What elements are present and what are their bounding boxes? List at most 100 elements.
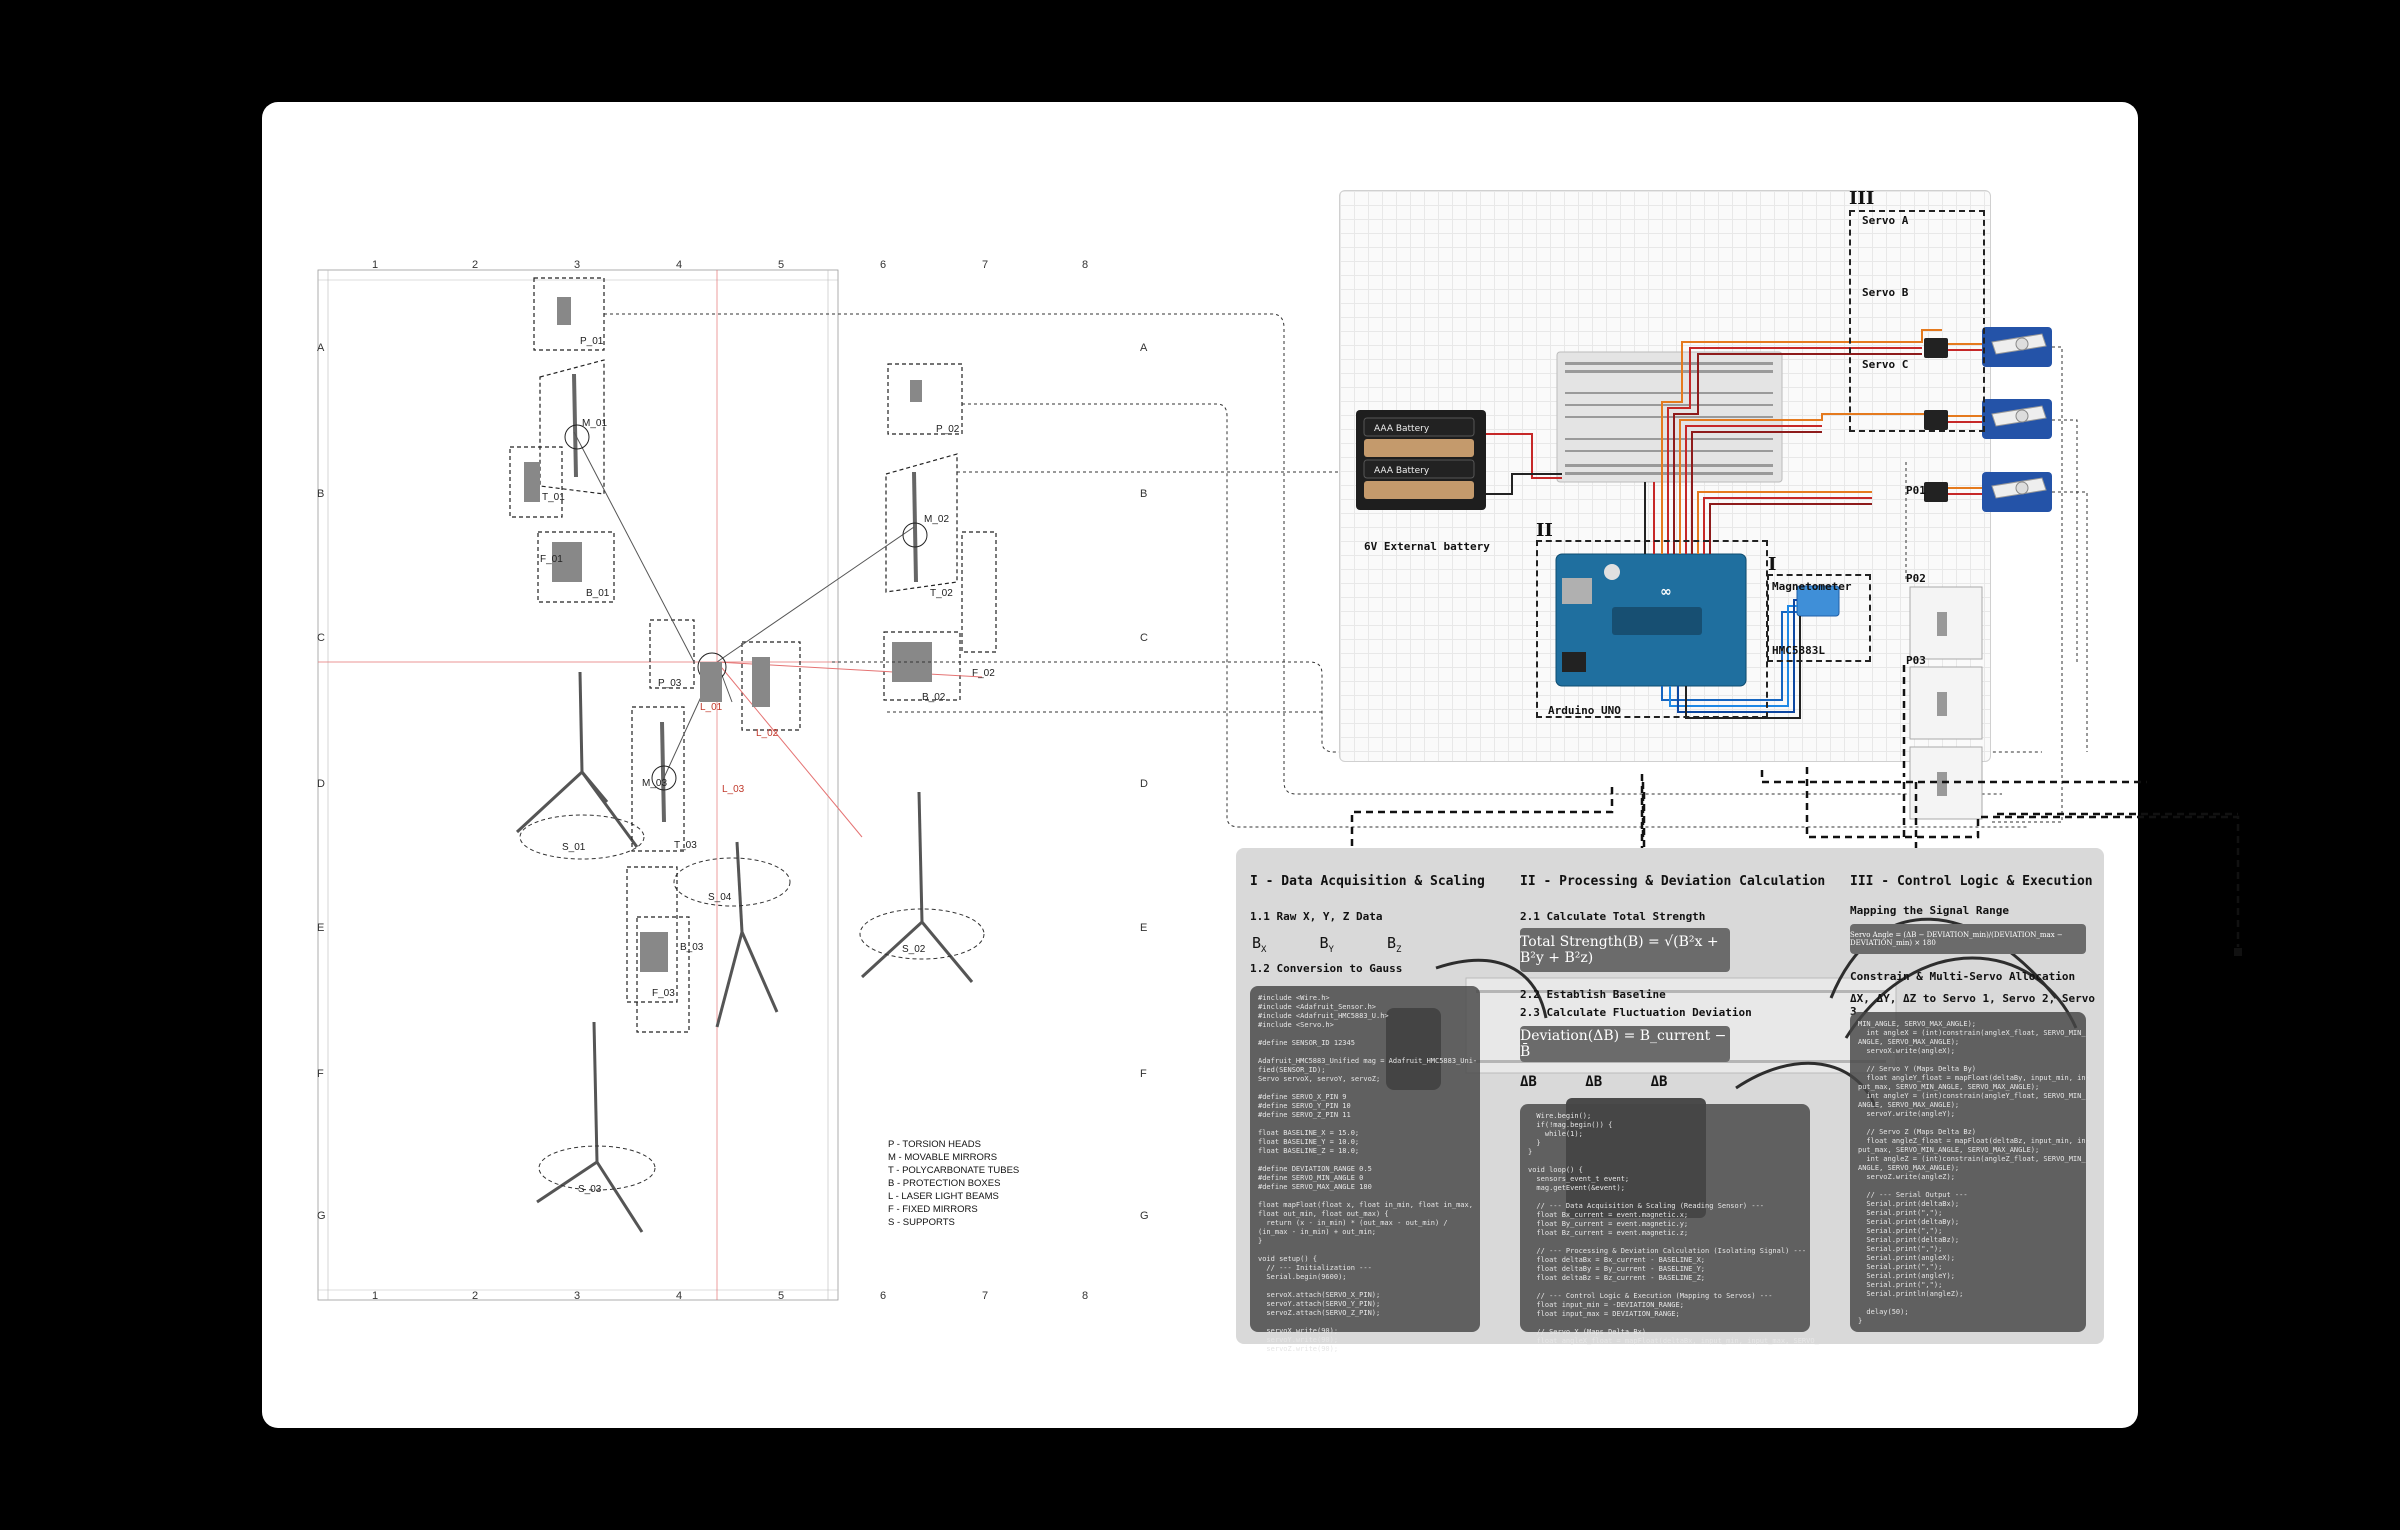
code-block-1: #include <Wire.h> #include <Adafruit_Sen…	[1250, 986, 1480, 1353]
row-letter-b: B	[317, 488, 325, 500]
label-m01: M_01	[582, 418, 608, 429]
delta-bz-var: ΔB	[1650, 1074, 1668, 1090]
col1-sub1: 1.1 Raw X, Y, Z Data	[1250, 910, 1383, 923]
col-num-8: 8	[1082, 259, 1089, 271]
p01-label: P01	[1906, 484, 1926, 497]
legend-item-t: T - POLYCARBONATE TUBES	[888, 1165, 1020, 1176]
row-letter-c: C	[317, 632, 325, 644]
col2-sub2: 2.2 Establish Baseline	[1520, 988, 1666, 1001]
legend-item-p: P - TORSION HEADS	[888, 1139, 981, 1150]
formula-total-strength: Total Strength(B) = √(B²x + B²y + B²z)	[1520, 928, 1730, 972]
label-l03: L_03	[722, 784, 745, 795]
col-num-5: 5	[778, 259, 785, 271]
delta-b-vars: ΔB ΔB ΔB	[1520, 1074, 1667, 1090]
label-t01: T_01	[542, 492, 565, 503]
legend-item-s: S - SUPPORTS	[888, 1217, 955, 1228]
row-letter-d: D	[317, 778, 325, 790]
drawing-frame	[317, 269, 2042, 1301]
label-f01: F_01	[540, 554, 563, 565]
label-b01: B_01	[586, 588, 610, 599]
magnetometer-label: Magnetometer	[1772, 580, 1852, 593]
servo-b-label: Servo B	[1862, 286, 1909, 299]
label-m02: M_02	[924, 514, 950, 525]
technical-drawing: 1 2 3 4 5 6 7 8 1 2 3 4 5 6 7 8 A B C D …	[262, 102, 2042, 1428]
explanation-panel: I - Data Acquisition & Scaling 1.1 Raw X…	[1236, 848, 2104, 1353]
col-num-4: 4	[676, 259, 683, 271]
label-s03: S_03	[578, 1184, 602, 1195]
row-letter-right-f: F	[1140, 1068, 1147, 1080]
col-num-bottom-1: 1	[372, 1290, 379, 1302]
row-letter-f: F	[317, 1068, 324, 1080]
sheet-card: 1 2 3 4 5 6 7 8 1 2 3 4 5 6 7 8 A B C D …	[262, 102, 2242, 1428]
section-label-3: III	[1849, 188, 1875, 209]
col-num-bottom-8: 8	[1082, 1290, 1089, 1302]
col3-sub3: ΔX, ΔY, ΔZ to Servo 1, Servo 2, Servo 3	[1850, 992, 2096, 1018]
label-s04: S_04	[708, 892, 732, 903]
col2-sub1: 2.1 Calculate Total Strength	[1520, 910, 1706, 923]
label-t03: T_03	[674, 840, 697, 851]
delta-by-var: ΔB	[1585, 1074, 1603, 1090]
legend-item-l: L - LASER LIGHT BEAMS	[888, 1191, 999, 1202]
col-num-bottom-7: 7	[982, 1290, 989, 1302]
legend-item-m: M - MOVABLE MIRRORS	[888, 1152, 998, 1163]
label-s01: S_01	[562, 842, 586, 853]
legend-item-f: F - FIXED MIRRORS	[888, 1204, 978, 1215]
col-num-1: 1	[372, 259, 379, 271]
row-letter-right-d: D	[1140, 778, 1148, 790]
label-s02: S_02	[902, 944, 926, 955]
battery-cell-text-2: AAA Battery	[1374, 466, 1430, 476]
battery-label: 6V External battery	[1364, 540, 1490, 553]
formula-servo-angle: Servo Angle = (ΔB − DEVIATION_min)/(DEVI…	[1850, 924, 2086, 954]
label-l02: L_02	[756, 728, 779, 739]
label-p02: P_02	[936, 424, 960, 435]
label-b02: B_02	[922, 692, 946, 703]
group-servos-box	[1849, 210, 1985, 432]
col-num-6: 6	[880, 259, 887, 271]
label-b03: B_03	[680, 942, 704, 953]
group-arduino-box	[1536, 540, 1768, 718]
formula-deviation: Deviation(ΔB) = B_current − B̄	[1520, 1026, 1730, 1062]
label-p03: P_03	[658, 678, 682, 689]
row-letter-right-a: A	[1140, 342, 1148, 354]
col3-sub1: Mapping the Signal Range	[1850, 904, 2009, 917]
label-f02: F_02	[972, 668, 995, 679]
delta-bx-var: ΔB	[1520, 1074, 1537, 1090]
label-t02: T_02	[930, 588, 953, 599]
bx-var: BX	[1252, 934, 1267, 955]
battery-cell-text-1: AAA Battery	[1374, 424, 1430, 434]
by-var: BY	[1319, 934, 1334, 955]
section-label-1: I	[1768, 554, 1777, 575]
p02-label: P02	[1906, 572, 1926, 585]
col-num-bottom-4: 4	[676, 1290, 683, 1302]
bz-var: BZ	[1386, 934, 1402, 955]
legend: P - TORSION HEADS M - MOVABLE MIRRORS T …	[888, 1138, 1019, 1229]
col2-sub3: 2.3 Calculate Fluctuation Deviation	[1520, 1006, 1752, 1019]
group-magnetometer-box	[1767, 574, 1871, 662]
label-l01: L_01	[700, 702, 723, 713]
label-f03: F_03	[652, 988, 675, 999]
row-letter-right-c: C	[1140, 632, 1148, 644]
servo-c-label: Servo C	[1862, 358, 1909, 371]
code-block-3: MIN_ANGLE, SERVO_MAX_ANGLE); int angleX …	[1850, 1012, 2090, 1332]
row-letter-right-b: B	[1140, 488, 1148, 500]
label-m03: M_03	[642, 778, 668, 789]
section-label-2: II	[1536, 520, 1553, 541]
legend-item-b: B - PROTECTION BOXES	[888, 1178, 1001, 1189]
row-letter-g: G	[317, 1210, 326, 1222]
p03-label: P03	[1906, 654, 1926, 667]
col-num-7: 7	[982, 259, 989, 271]
svg-text:∞: ∞	[1660, 584, 1672, 600]
label-p01: P_01	[580, 336, 604, 347]
arduino-label: Arduino UNO	[1548, 704, 1621, 717]
row-letter-e: E	[317, 922, 325, 934]
col-num-bottom-6: 6	[880, 1290, 887, 1302]
code-block-2: Wire.begin(); if(!mag.begin()) { while(1…	[1520, 1104, 1819, 1345]
row-letter-right-e: E	[1140, 922, 1148, 934]
col1-title: I - Data Acquisition & Scaling	[1250, 874, 1485, 889]
row-letter-a: A	[317, 342, 325, 354]
col-num-3: 3	[574, 259, 581, 271]
sensor-chip-label: HMC5883L	[1772, 644, 1825, 657]
col-num-bottom-3: 3	[574, 1290, 581, 1302]
raw-b-vars: BX BY BZ	[1252, 934, 1401, 955]
col-num-2: 2	[472, 259, 479, 271]
